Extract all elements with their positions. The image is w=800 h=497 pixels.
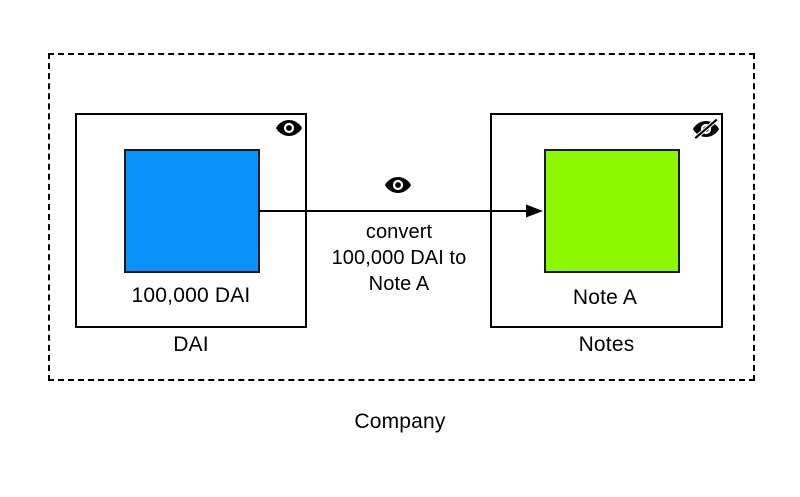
account-box-dai[interactable] xyxy=(75,113,307,328)
eye-off-icon[interactable] xyxy=(692,118,720,140)
company-label: Company xyxy=(354,410,446,433)
value-label-dai: 100,000 DAI xyxy=(131,284,251,307)
value-label-note-a: Note A xyxy=(572,286,638,309)
eye-icon[interactable] xyxy=(384,174,412,196)
convert-label-line-2: 100,000 DAI to xyxy=(331,247,467,269)
convert-label-line-1: convert xyxy=(365,221,433,243)
convert-arrow-label: convert 100,000 DAI to Note A xyxy=(309,219,489,297)
value-rect-dai[interactable] xyxy=(124,149,260,273)
account-label-notes: Notes xyxy=(578,333,635,356)
convert-label-line-3: Note A xyxy=(368,273,430,295)
account-label-dai: DAI xyxy=(173,333,209,356)
company-boundary xyxy=(48,53,755,381)
eye-icon[interactable] xyxy=(275,117,303,139)
value-rect-note-a[interactable] xyxy=(544,149,680,273)
